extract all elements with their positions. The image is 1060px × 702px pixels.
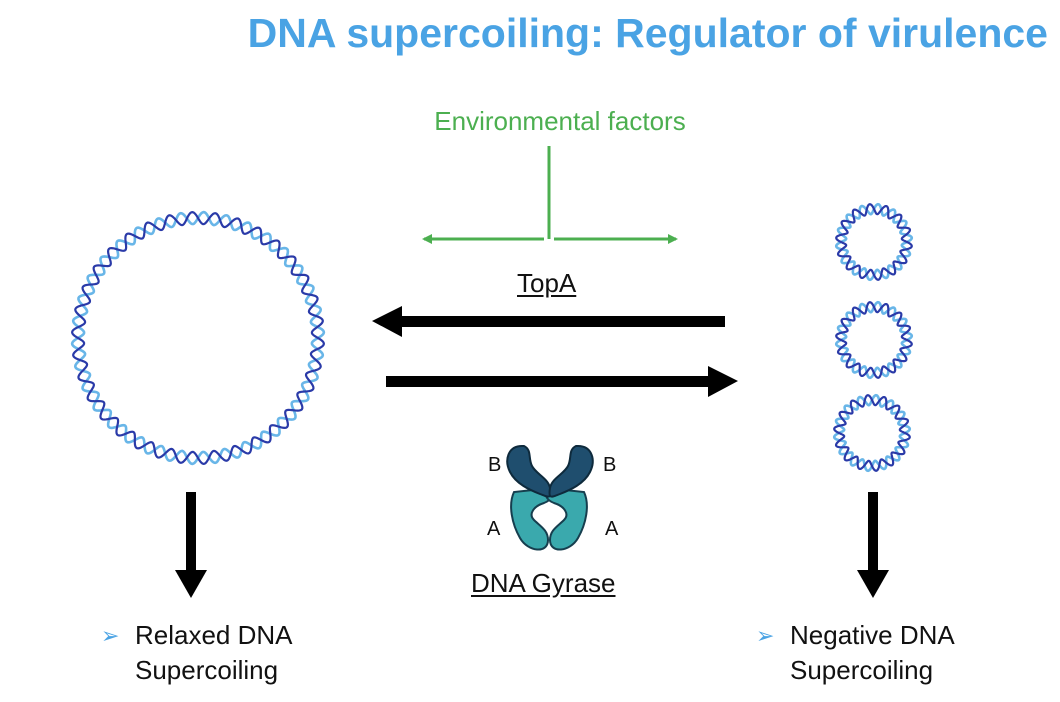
- relaxed-dna-plasmid: [70, 210, 326, 466]
- supercoil-loop-bottom-strand-dark: [833, 394, 911, 472]
- relaxed-down-arrow: [175, 492, 207, 598]
- gyrase-b-right-label: B: [603, 454, 617, 476]
- bullet-arrow-icon: ➢: [101, 623, 120, 648]
- relaxed-dna-strand-light: [70, 210, 326, 466]
- gyrase-a-left-label: A: [487, 518, 501, 540]
- relaxed-supercoiling-label: ➢ Relaxed DNA Supercoiling: [101, 618, 293, 688]
- negative-supercoiling-label: ➢ Negative DNA Supercoiling: [756, 618, 955, 688]
- gyrase-subunit-a-left: [510, 486, 554, 551]
- environmental-factors-connector: [422, 146, 678, 244]
- dna-gyrase-icon: [506, 445, 594, 551]
- gyrase-subunit-b-left: [506, 445, 552, 498]
- relaxed-line-1: Relaxed DNA: [135, 620, 293, 650]
- dna-gyrase-label: DNA Gyrase: [471, 568, 616, 598]
- relaxed-dna-strand-dark: [71, 211, 325, 465]
- supercoil-loop-middle-strand-dark: [835, 301, 913, 379]
- environmental-factors-label: Environmental factors: [434, 106, 686, 136]
- negative-down-arrow: [857, 492, 889, 598]
- gyrase-a-right-label: A: [605, 518, 619, 540]
- bullet-arrow-icon: ➢: [756, 623, 775, 648]
- gyrase-b-left-label: B: [488, 454, 502, 476]
- gyrase-subunit-a-right: [544, 486, 588, 551]
- negative-supercoiled-dna: [832, 202, 914, 473]
- gyrase-subunit-b-right: [548, 445, 594, 498]
- gyrase-arrow: [386, 366, 738, 397]
- supercoil-loop-top-strand-dark: [835, 203, 913, 281]
- topa-arrow: [372, 306, 725, 337]
- topa-label: TopA: [517, 268, 577, 298]
- negative-line-2: Supercoiling: [790, 655, 934, 685]
- negative-line-1: Negative DNA: [790, 620, 955, 650]
- relaxed-line-2: Supercoiling: [135, 655, 279, 685]
- page-title: DNA supercoiling: Regulator of virulence: [247, 10, 1048, 56]
